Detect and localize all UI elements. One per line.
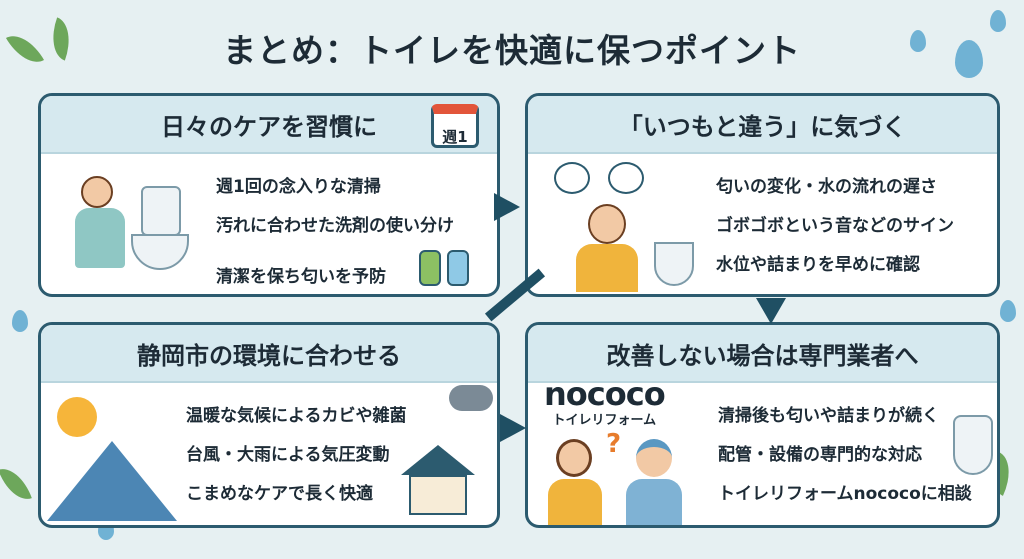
question-mark-icon: ? — [606, 429, 622, 459]
person-thinking-illustration — [548, 162, 694, 292]
list-item: こまめなケアで長く快適 — [186, 484, 373, 504]
toilet-icon — [953, 415, 993, 475]
nococo-logo: nococo トイレリフォーム — [544, 375, 666, 428]
list-item: 清潔を保ち匂いを予防 — [216, 267, 386, 287]
water-drop-icon — [1000, 300, 1016, 322]
list-item: 汚れに合わせた洗剤の使い分け — [216, 216, 454, 236]
calendar-label: 週1 — [442, 128, 468, 146]
detergent-bottles-icon — [419, 246, 475, 286]
list-item: 清掃後も匂いや詰まりが続く — [718, 406, 939, 426]
panel-notice-changes: 「いつもと違う」に気づく 匂いの変化・水の流れの遅さ ゴボゴボという音などのサイ… — [525, 93, 1000, 297]
sun-mountain-illustration — [47, 391, 177, 521]
rain-cloud-icon — [449, 385, 493, 411]
panel-heading: 静岡市の環境に合わせる — [41, 325, 497, 383]
list-item: 台風・大雨による気圧変動 — [186, 445, 390, 465]
panel-heading: 「いつもと違う」に気づく — [528, 96, 997, 154]
arrow-down-icon — [756, 298, 786, 324]
list-item: 水位や詰まりを早めに確認 — [716, 255, 920, 275]
list-item: 匂いの変化・水の流れの遅さ — [716, 177, 937, 197]
water-drop-icon — [955, 40, 983, 78]
panel-professional: 改善しない場合は専門業者へ nococo トイレリフォーム ? 清掃後も匂いや詰… — [525, 322, 1000, 528]
list-item: トイレリフォームnococoに相談 — [718, 484, 972, 504]
arrow-right-icon — [500, 414, 526, 442]
list-item: ゴボゴボという音などのサイン — [716, 216, 954, 236]
list-item: 週1回の念入りな清掃 — [216, 177, 381, 197]
water-drop-icon — [910, 30, 926, 52]
panel-heading: 日々のケアを習慣に — [41, 96, 497, 154]
leaf-icon — [0, 462, 32, 506]
list-item: 温暖な気候によるカビや雑菌 — [186, 406, 407, 426]
calendar-icon: 週1 — [431, 104, 479, 148]
water-drop-icon — [12, 310, 28, 332]
water-drop-icon — [990, 10, 1006, 32]
person-cleaning-toilet-illustration — [71, 166, 191, 286]
panel-shizuoka-environment: 静岡市の環境に合わせる 温暖な気候によるカビや雑菌 台風・大雨による気圧変動 こ… — [38, 322, 500, 528]
panel-daily-care: 日々のケアを習慣に 週1 週1回の念入りな清掃 汚れに合わせた洗剤の使い分け 清… — [38, 93, 500, 297]
arrow-right-icon — [494, 193, 520, 221]
list-item: 配管・設備の専門的な対応 — [718, 445, 922, 465]
page-title: まとめ：トイレを快適に保つポイント — [223, 31, 801, 70]
customer-and-worker-illustration: ? — [546, 429, 696, 525]
logo-text: nococo — [544, 375, 666, 413]
logo-subtext: トイレリフォーム — [552, 413, 657, 428]
panel-heading: 改善しない場合は専門業者へ — [528, 325, 997, 383]
house-icon — [401, 445, 475, 515]
